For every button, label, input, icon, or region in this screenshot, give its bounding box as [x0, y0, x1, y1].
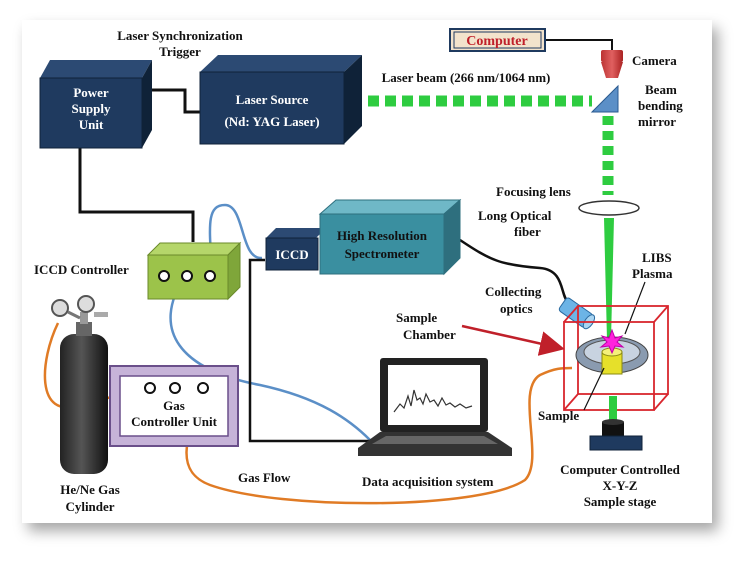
- laser-source: Laser Source (Nd: YAG Laser): [199, 55, 362, 145]
- cylinder-label-1: He/Ne Gas: [60, 482, 120, 497]
- spectrometer-label-2: Spectrometer: [345, 246, 420, 261]
- libs-label-2: Plasma: [632, 266, 673, 281]
- sample-chamber-label-1: Sample: [396, 310, 437, 325]
- lens-icon: [578, 200, 640, 216]
- gas-flow-label: Gas Flow: [238, 470, 291, 485]
- controller-laptop-blue-cable: [169, 275, 371, 441]
- laser-source-label-2: (Nd: YAG Laser): [224, 114, 319, 129]
- focused-beam: [604, 218, 614, 340]
- computer-label: Computer: [466, 34, 527, 49]
- laser-sync-label-1: Laser Synchronization: [117, 28, 243, 43]
- xyz-stage: [589, 419, 643, 451]
- libs-pointer: [624, 281, 646, 335]
- iccd-laptop-cable: [248, 258, 372, 443]
- gas-controller-label-2: Controller Unit: [131, 414, 217, 429]
- mirror-label-1: Beam: [645, 82, 677, 97]
- stage-label-2: X-Y-Z: [603, 478, 638, 493]
- sample-label: Sample: [538, 408, 579, 423]
- iccd-camera: ICCD: [265, 228, 326, 271]
- spectrometer: High Resolution Spectrometer: [318, 198, 462, 276]
- gas-controller-label-1: Gas: [163, 398, 185, 413]
- sample-chamber-arrow: [461, 324, 565, 356]
- data-acquisition-label: Data acquisition system: [362, 474, 494, 489]
- stage-label-1: Computer Controlled: [560, 462, 681, 477]
- computer-camera-cable: [545, 39, 613, 50]
- camera-icon: [601, 50, 623, 78]
- controller-iccd-blue-cable: [208, 203, 263, 277]
- camera-label: Camera: [632, 53, 677, 68]
- power-label-1: Power: [73, 85, 109, 100]
- collecting-label-2: optics: [500, 301, 533, 316]
- iccd-label: ICCD: [275, 247, 308, 262]
- long-optical-fiber: [459, 238, 569, 303]
- cylinder-label-2: Cylinder: [65, 499, 114, 514]
- libs-label-1: LIBS: [642, 250, 672, 265]
- power-to-iccd-controller-cable: [78, 148, 195, 242]
- computer-box: Computer: [449, 28, 546, 52]
- mirror-icon: [590, 84, 619, 113]
- collecting-label-1: Collecting: [485, 284, 542, 299]
- iccd-controller-label: ICCD Controller: [34, 262, 129, 277]
- plasma-icon: [599, 328, 625, 355]
- laser-source-label-1: Laser Source: [236, 92, 309, 107]
- laser-beam-label: Laser beam (266 nm/1064 nm): [382, 70, 551, 85]
- focusing-lens-label: Focusing lens: [496, 184, 571, 199]
- stage-rod: [609, 396, 617, 422]
- long-fiber-label-1: Long Optical: [478, 208, 552, 223]
- long-fiber-label-2: fiber: [514, 224, 541, 239]
- spectrum-trace: [393, 389, 473, 413]
- mirror-label-3: mirror: [638, 114, 676, 129]
- iccd-controller: [146, 241, 242, 301]
- laptop-icon: [358, 358, 512, 456]
- gas-controller-unit: Gas Controller Unit: [109, 365, 239, 447]
- sample-pointer: [583, 367, 605, 411]
- gas-flow-line: [185, 366, 573, 505]
- power-label-3: Unit: [79, 117, 104, 132]
- laser-sync-label-2: Trigger: [159, 44, 201, 59]
- gas-cylinder-icon: [51, 295, 108, 474]
- power-supply-unit: Power Supply Unit: [39, 60, 152, 149]
- trigger-cable: [146, 88, 200, 114]
- sample-chamber-label-2: Chamber: [403, 327, 456, 342]
- stage-label-3: Sample stage: [584, 494, 657, 509]
- spectrometer-label-1: High Resolution: [337, 228, 428, 243]
- power-label-2: Supply: [71, 101, 111, 116]
- mirror-label-2: bending: [638, 98, 683, 113]
